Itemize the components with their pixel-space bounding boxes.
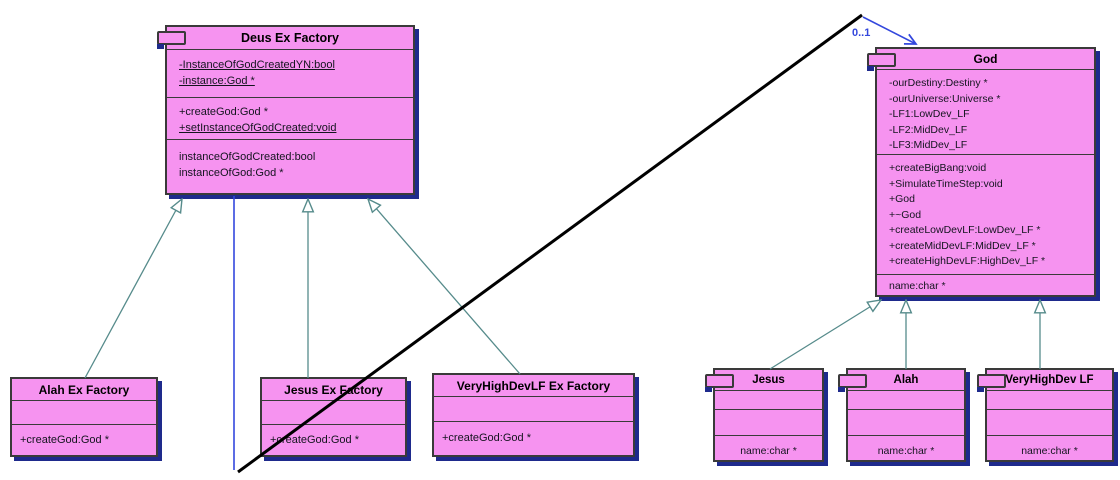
class-icon <box>867 53 896 71</box>
operation: +God <box>889 193 915 205</box>
extra-compartment: name:char * <box>877 274 1094 295</box>
operations-compartment: +createGod:God * <box>434 421 633 455</box>
class-deus-ex-factory[interactable]: Deus Ex Factory -InstanceOfGodCreatedYN:… <box>157 25 415 195</box>
class-title: VeryHighDevLF Ex Factory <box>434 375 633 396</box>
class-icon <box>838 374 867 392</box>
class-alah-ex-factory[interactable]: Alah Ex Factory +createGod:God * <box>10 377 158 457</box>
inheritance-veryhighdevlfexfactory-to-deusexfactory[interactable] <box>368 199 521 375</box>
class-jesus[interactable]: Jesus name:char * <box>705 368 824 462</box>
class-icon <box>157 31 186 49</box>
operations-compartment: +createGod:God * <box>12 424 156 455</box>
attributes-compartment <box>848 390 964 409</box>
class-title: Deus Ex Factory <box>167 27 413 49</box>
operation: +createHighDevLF:HighDev_LF * <box>889 255 1046 267</box>
member: name:char * <box>740 445 797 457</box>
association-arrow-deusexfactory-to-god[interactable] <box>862 16 918 45</box>
class-name: Alah Ex Factory <box>38 382 130 397</box>
operation: +setInstanceOfGodCreated:void <box>179 122 337 134</box>
class-veryhighdev-lf[interactable]: VeryHighDev LF name:char * <box>977 368 1114 462</box>
operations-compartment <box>987 409 1112 435</box>
extra-compartment: instanceOfGodCreated:bool instanceOfGod:… <box>167 139 413 193</box>
operations-compartment: +createGod:God * <box>262 424 405 455</box>
class-name: Deus Ex Factory <box>241 31 339 45</box>
class-title: Alah <box>848 370 964 390</box>
operation: +createGod:God * <box>20 434 109 446</box>
class-name: VeryHighDev LF <box>1005 374 1094 386</box>
member: name:char * <box>877 445 935 457</box>
inheritance-alahexfactory-to-deusexfactory[interactable] <box>84 199 182 379</box>
operation: +createMidDevLF:MidDev_LF * <box>889 239 1036 252</box>
class-title: God <box>877 49 1094 69</box>
multiplicity-label: 0..1 <box>852 27 871 39</box>
class-name: God <box>973 52 998 66</box>
operations-compartment: +createBigBang:void +SimulateTimeStep:vo… <box>877 154 1094 274</box>
inheritance-jesus-to-god[interactable] <box>769 300 881 370</box>
class-title: Jesus Ex Factory <box>262 379 405 400</box>
member: name:char * <box>889 280 946 292</box>
attributes-compartment <box>434 396 633 421</box>
class-alah[interactable]: Alah name:char * <box>838 368 966 462</box>
attributes-compartment: -ourDestiny:Destiny * -ourUniverse:Unive… <box>877 69 1094 154</box>
attribute: -LF1:LowDev_LF <box>889 108 970 120</box>
class-god[interactable]: God -ourDestiny:Destiny * -ourUniverse:U… <box>867 47 1096 297</box>
attributes-compartment <box>715 390 822 409</box>
operation: +createGod:God * <box>270 434 359 446</box>
class-icon <box>705 374 734 392</box>
attribute: -LF2:MidDev_LF <box>889 123 968 136</box>
attributes-compartment: -InstanceOfGodCreatedYN:bool -instance:G… <box>167 49 413 97</box>
attribute: -ourDestiny:Destiny * <box>889 77 988 89</box>
operation: +createGod:God * <box>442 432 531 444</box>
operations-compartment <box>715 409 822 435</box>
member: name:char * <box>1021 445 1078 457</box>
class-icon <box>977 374 1006 392</box>
operation: +createBigBang:void <box>889 162 987 174</box>
operation: +SimulateTimeStep:void <box>889 177 1003 190</box>
operation: +~God <box>889 208 922 221</box>
class-name: Alah <box>893 374 919 386</box>
operation: +createGod:God * <box>179 106 268 118</box>
class-name: Jesus Ex Factory <box>284 382 383 397</box>
operations-compartment <box>848 409 964 435</box>
class-title: Alah Ex Factory <box>12 379 156 400</box>
attributes-compartment <box>987 390 1112 409</box>
extra-compartment: name:char * <box>987 435 1112 460</box>
attribute: -ourUniverse:Universe * <box>889 92 1001 105</box>
extra-compartment: name:char * <box>715 435 822 460</box>
class-name: VeryHighDevLF Ex Factory <box>456 378 611 393</box>
attributes-compartment <box>262 400 405 424</box>
class-jesus-ex-factory[interactable]: Jesus Ex Factory +createGod:God * <box>260 377 407 457</box>
class-name: Jesus <box>752 374 785 386</box>
class-title: VeryHighDev LF <box>987 370 1112 390</box>
attributes-compartment <box>12 400 156 424</box>
member: instanceOfGod:God * <box>179 167 284 179</box>
attribute: -instance:God * <box>179 75 255 87</box>
operations-compartment: +createGod:God * +setInstanceOfGodCreate… <box>167 97 413 139</box>
attribute: -LF3:MidDev_LF <box>889 139 968 151</box>
extra-compartment: name:char * <box>848 435 964 460</box>
class-veryhighdevlf-ex-factory[interactable]: VeryHighDevLF Ex Factory +createGod:God … <box>432 373 635 457</box>
attribute: -InstanceOfGodCreatedYN:bool <box>179 59 335 71</box>
operation: +createLowDevLF:LowDev_LF * <box>889 224 1041 236</box>
member: instanceOfGodCreated:bool <box>179 151 316 163</box>
